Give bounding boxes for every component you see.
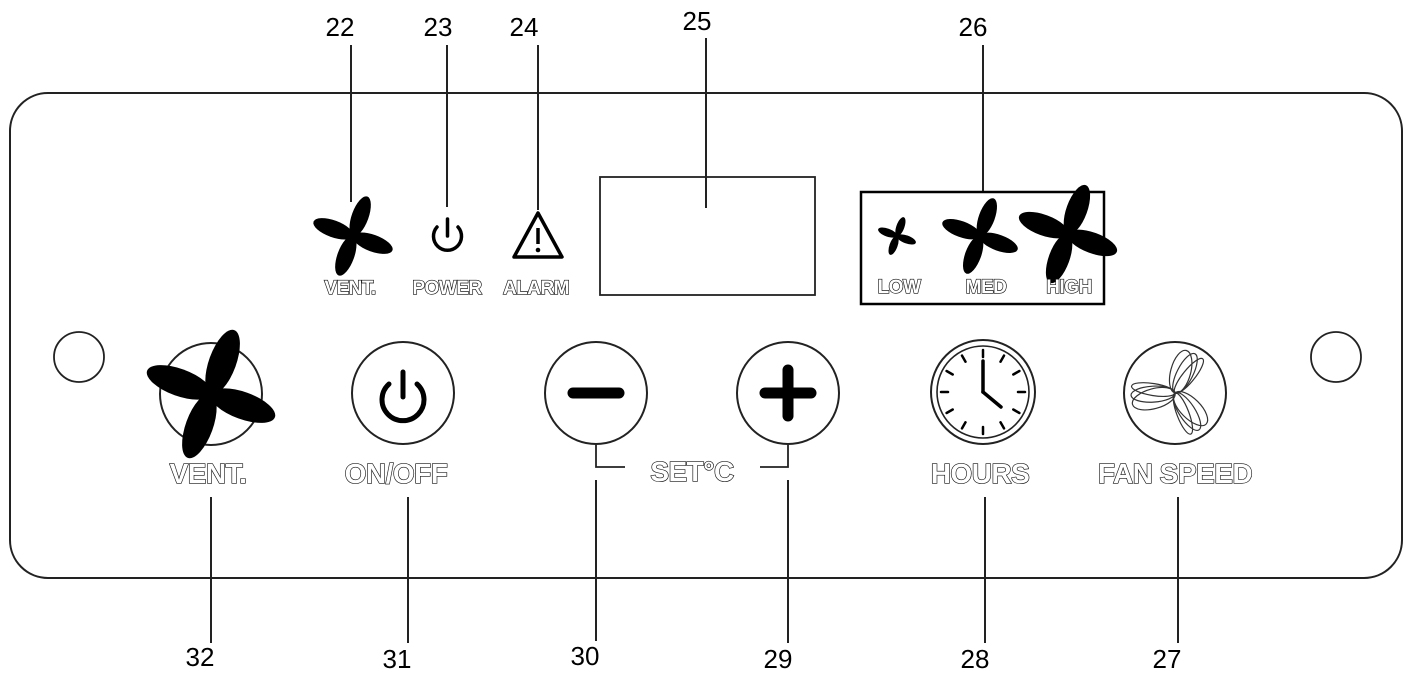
clock-icon — [936, 345, 1030, 439]
temperature-display — [599, 176, 816, 296]
alarm-indicator-warning-triangle-icon — [512, 211, 564, 259]
alarm-indicator-label: ALARM — [503, 278, 569, 299]
callout-27: 27 — [1153, 644, 1182, 673]
hours-button-label: HOURS — [931, 458, 1030, 489]
hours-button[interactable] — [930, 339, 1036, 445]
callout-22: 22 — [326, 12, 355, 42]
clock-tick — [1012, 369, 1021, 376]
top-leader-lines — [350, 38, 984, 210]
clock-tick — [945, 408, 954, 415]
mounting-hole-left — [53, 331, 105, 383]
vent-indicator-fan-icon — [310, 193, 396, 279]
callout-28: 28 — [961, 644, 990, 673]
power-indicator-icon — [431, 217, 464, 252]
vent-button[interactable] — [142, 325, 280, 463]
med-speed-fan-icon — [939, 195, 1021, 277]
callout-24: 24 — [510, 12, 539, 42]
set-temperature-label: SET°C — [650, 456, 734, 487]
bottom-leader-lines — [210, 480, 1179, 643]
callout-30: 30 — [571, 641, 600, 671]
fan-speed-blades-icon — [1130, 349, 1209, 435]
plus-button[interactable] — [736, 341, 840, 445]
fan-speed-button-label: FAN SPEED — [1098, 458, 1252, 489]
on-off-button-label: ON/OFF — [345, 458, 448, 489]
clock-tick — [960, 354, 967, 363]
clock-tick — [999, 354, 1006, 363]
on-off-power-icon — [379, 369, 427, 424]
callout-29: 29 — [764, 644, 793, 673]
fan-speed-button[interactable] — [1123, 341, 1227, 445]
set-bracket — [595, 445, 789, 468]
vent-indicator-label: VENT. — [324, 278, 375, 299]
callout-26: 26 — [959, 12, 988, 42]
low-speed-fan-icon — [876, 215, 918, 257]
med-speed-label: MED — [966, 277, 1007, 298]
clock-tick — [999, 421, 1006, 430]
fan-blade — [1130, 382, 1176, 398]
minus-button[interactable] — [544, 341, 648, 445]
clock-tick — [960, 421, 967, 430]
clock-tick — [945, 369, 954, 376]
on-off-button[interactable] — [351, 341, 455, 445]
clock-tick — [1012, 408, 1021, 415]
plus-icon — [759, 364, 817, 422]
callout-25: 25 — [683, 6, 712, 36]
vent-button-label: VENT. — [170, 458, 247, 489]
mounting-hole-right — [1310, 331, 1362, 383]
low-speed-label: LOW — [878, 277, 921, 298]
callout-23: 23 — [424, 12, 453, 42]
high-speed-label: HIGH — [1046, 277, 1092, 298]
callout-32: 32 — [186, 642, 215, 672]
callout-31: 31 — [383, 644, 412, 673]
power-indicator-label: POWER — [412, 278, 482, 299]
